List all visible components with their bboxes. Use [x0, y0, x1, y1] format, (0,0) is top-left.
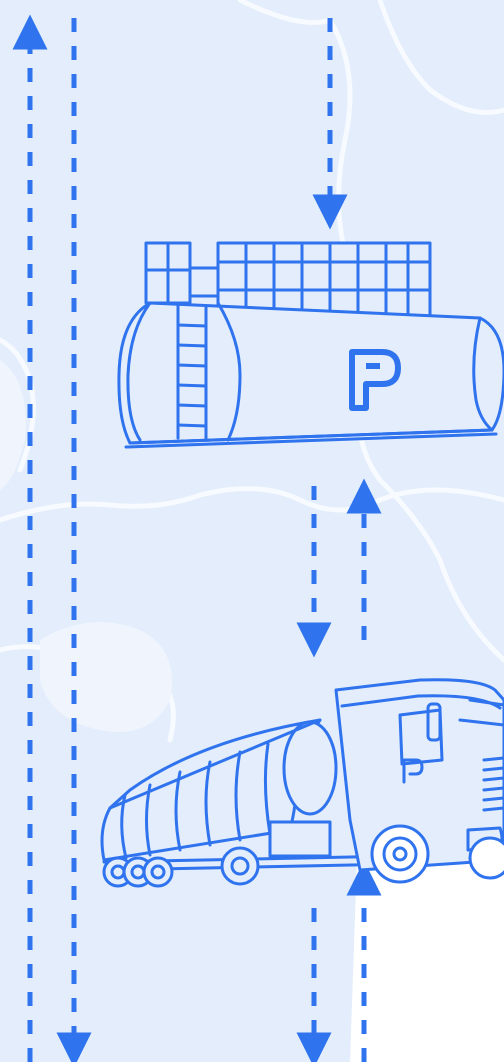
flow-arrows — [12, 14, 382, 1062]
storage-tank-icon — [117, 241, 504, 449]
tank-p-logo-icon — [349, 349, 401, 411]
map-blobs — [0, 360, 172, 732]
fuel-tanker-truck-icon — [100, 678, 504, 888]
